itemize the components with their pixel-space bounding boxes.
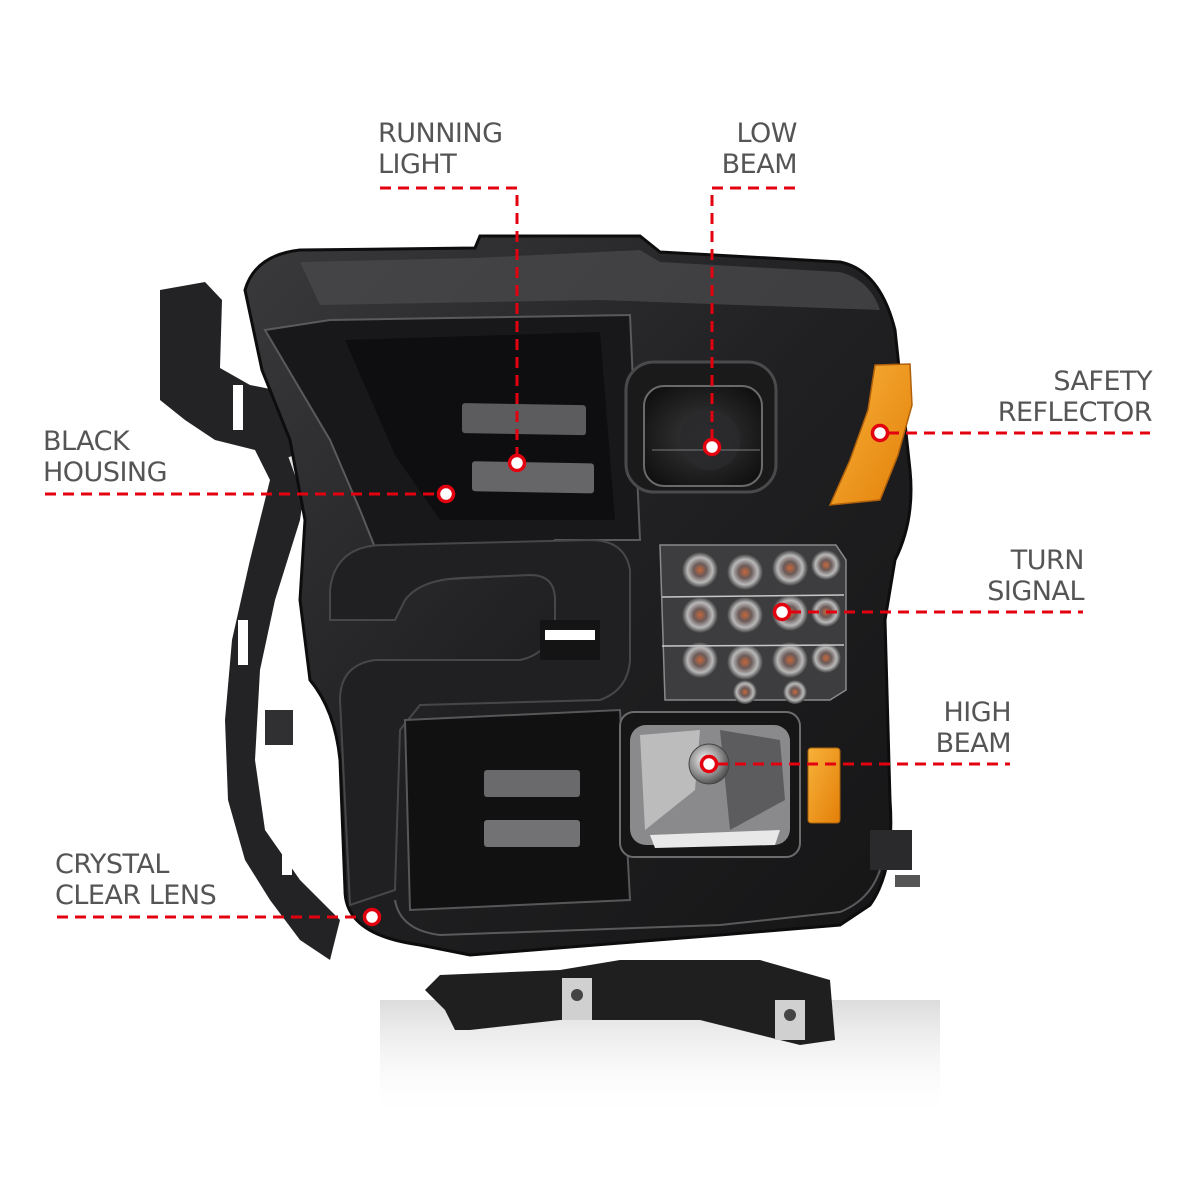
- high-beam-dot-icon: [699, 754, 719, 774]
- callout-label-line: LOW: [736, 118, 797, 149]
- turn-signal-led-array: [659, 544, 847, 704]
- running-light-leader: [380, 186, 519, 455]
- callout-label-black-housing: BLACK HOUSING: [43, 426, 168, 488]
- callout-label-high-beam: HIGH BEAM: [900, 697, 1012, 759]
- running-light-bar-upper-1: [462, 403, 586, 436]
- mounting-bracket-bottom: [425, 960, 835, 1045]
- turn-signal-dot-icon: [772, 602, 792, 622]
- low-beam-leader: [710, 186, 795, 439]
- callout-label-line: BEAM: [721, 149, 798, 180]
- callout-label-line: RUNNING: [378, 118, 503, 149]
- low-beam-dot-icon: [702, 437, 722, 457]
- callout-label-line: BEAM: [935, 728, 1012, 759]
- high-beam-reflector: [619, 711, 801, 858]
- callout-label-line: SIGNAL: [987, 576, 1084, 607]
- callout-label-line: HIGH: [943, 697, 1012, 728]
- side-marker-amber: [807, 747, 841, 824]
- running-light-bar-lower-1: [484, 770, 580, 797]
- black-housing-dot-icon: [436, 484, 456, 504]
- callout-label-low-beam: LOW BEAM: [700, 118, 798, 180]
- callout-label-line: SAFETY: [1053, 366, 1152, 397]
- running-light-bar-upper-2: [472, 461, 594, 494]
- crystal-clear-lens-dot-icon: [362, 907, 382, 927]
- callout-label-line: BLACK: [43, 426, 130, 457]
- running-light-dot-icon: [507, 453, 527, 473]
- callout-label-turn-signal: TURN SIGNAL: [950, 545, 1084, 607]
- callout-label-line: CRYSTAL: [55, 849, 169, 880]
- callout-label-crystal-clear-lens: CRYSTAL CLEAR LENS: [55, 849, 217, 911]
- callout-label-line: CLEAR LENS: [55, 880, 217, 911]
- callout-label-line: TURN: [1010, 545, 1085, 576]
- running-light-bar-lower-2: [484, 820, 580, 847]
- callout-label-safety-reflector: SAFETY REFLECTOR: [950, 366, 1153, 428]
- callout-label-line: REFLECTOR: [997, 397, 1153, 428]
- callout-label-running-light: RUNNING LIGHT: [378, 118, 503, 180]
- safety-reflector-dot-icon: [870, 423, 890, 443]
- callout-label-line: LIGHT: [378, 149, 457, 180]
- callout-label-line: HOUSING: [43, 457, 168, 488]
